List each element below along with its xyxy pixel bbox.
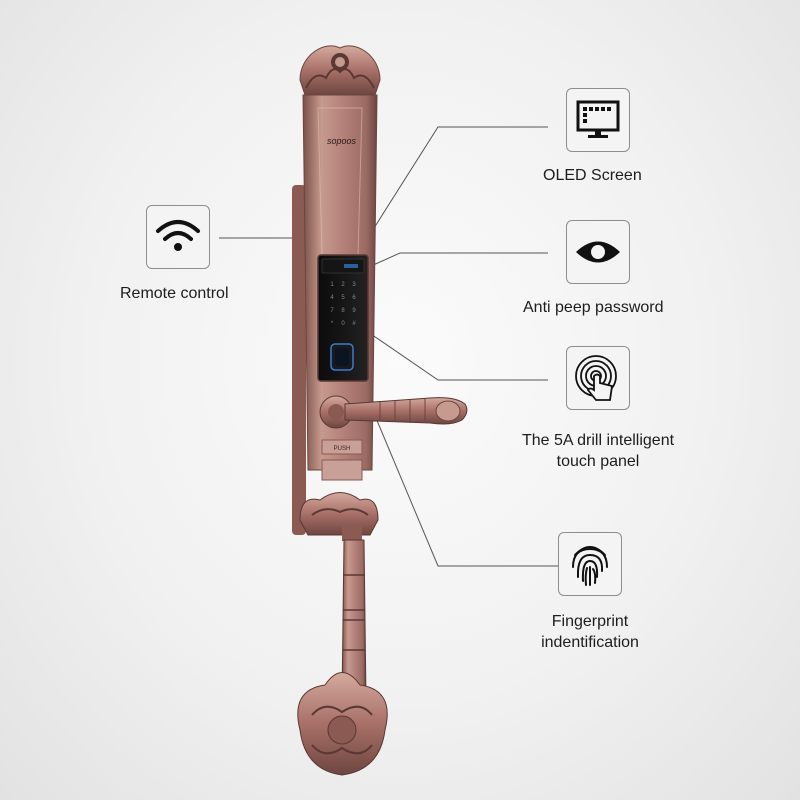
touch-panel-label: The 5A drill intelligent touch panel: [521, 432, 675, 470]
fingerprint-icon-box: [558, 532, 622, 596]
fingerprint-icon: [572, 546, 608, 586]
touch-panel-icon-box: [566, 346, 630, 410]
lever-handle: [344, 397, 468, 425]
svg-text:1: 1: [330, 282, 334, 288]
svg-text:3: 3: [352, 282, 356, 288]
remote-icon-box: [146, 205, 210, 269]
connector-oled: [354, 126, 548, 259]
touch-icon: [575, 355, 617, 401]
oled-icon-box: [566, 88, 630, 152]
monitor-icon: [576, 100, 620, 138]
svg-text:#: #: [352, 321, 356, 327]
svg-text:0: 0: [341, 321, 345, 327]
svg-text:6: 6: [352, 295, 356, 301]
oled-screen: [321, 258, 365, 274]
svg-text:*: *: [331, 321, 334, 327]
svg-text:7: 7: [330, 308, 334, 314]
svg-text:8: 8: [341, 308, 345, 314]
remote-label: Remote control: [120, 285, 229, 302]
connector-touch-panel: [351, 320, 548, 381]
svg-text:9: 9: [352, 308, 356, 314]
svg-text:2: 2: [341, 282, 345, 288]
push-label: PUSH: [334, 446, 351, 452]
brand-logo: sopoos: [327, 136, 357, 146]
oled-label: OLED Screen: [543, 167, 642, 184]
wifi-icon: [156, 220, 200, 251]
eye-icon: [576, 241, 620, 263]
anti-peep-icon-box: [566, 220, 630, 284]
anti-peep-label: Anti peep password: [523, 299, 664, 316]
svg-text:4: 4: [330, 295, 334, 301]
lock-bottom-ornament: [299, 492, 379, 536]
svg-text:5: 5: [341, 295, 345, 301]
fingerprint-label: Fingerprint indentification: [541, 613, 639, 651]
lock-side-rail: [292, 185, 306, 535]
connector-fingerprint: [359, 379, 558, 567]
